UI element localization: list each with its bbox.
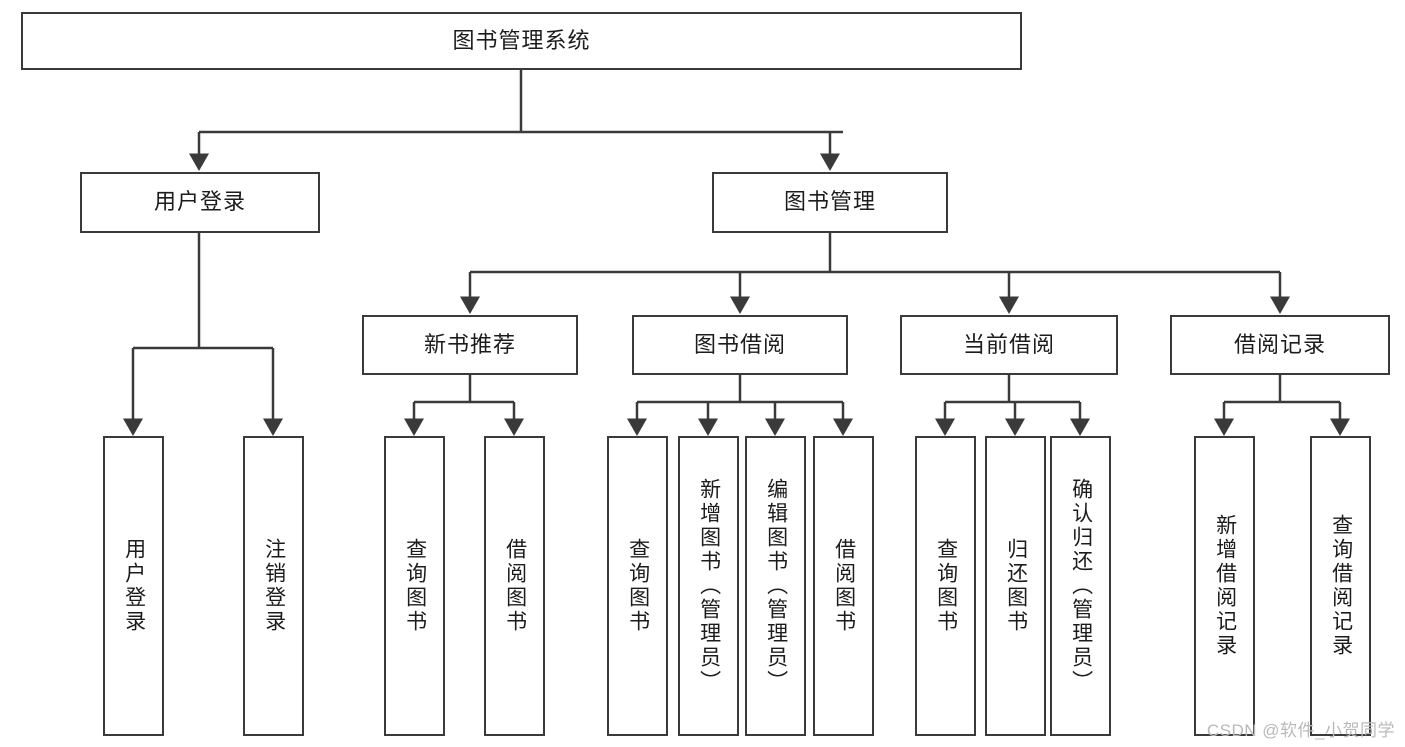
node-label: 归还图书	[1004, 538, 1028, 634]
node-label: 查询图书	[626, 538, 650, 634]
node-label: 新增图书（管理员）	[697, 478, 721, 694]
node-label: 图书管理	[783, 189, 876, 215]
leaf-user-login-logout[interactable]: 注销登录	[243, 436, 304, 736]
node-label: 当前借阅	[962, 331, 1055, 357]
leaf-book-borrow-query[interactable]: 查询图书	[607, 436, 668, 736]
node-book-borrow[interactable]: 图书借阅	[632, 315, 848, 375]
node-user-login[interactable]: 用户登录	[80, 172, 320, 233]
leaf-book-borrow-add[interactable]: 新增图书（管理员）	[678, 436, 739, 736]
node-label: 新增借阅记录	[1213, 514, 1237, 658]
leaf-book-borrow-edit[interactable]: 编辑图书（管理员）	[745, 436, 806, 736]
node-label: 编辑图书（管理员）	[764, 478, 788, 694]
leaf-new-book-query[interactable]: 查询图书	[384, 436, 445, 736]
node-new-book-recommend[interactable]: 新书推荐	[362, 315, 578, 375]
leaf-current-borrow-query[interactable]: 查询图书	[915, 436, 976, 736]
node-label: 用户登录	[122, 538, 146, 634]
node-label: 注销登录	[262, 538, 286, 634]
leaf-book-borrow-borrow[interactable]: 借阅图书	[813, 436, 874, 736]
leaf-new-book-borrow[interactable]: 借阅图书	[484, 436, 545, 736]
node-label: 用户登录	[153, 189, 246, 215]
node-label: 图书借阅	[693, 331, 786, 357]
leaf-borrow-record-query[interactable]: 查询借阅记录	[1310, 436, 1371, 736]
csdn-watermark: CSDN @软件_小贺同学	[1206, 721, 1395, 740]
node-label: 查询借阅记录	[1329, 514, 1353, 658]
leaf-user-login-login[interactable]: 用户登录	[103, 436, 164, 736]
node-label: 图书管理系统	[452, 27, 591, 53]
node-label: 借阅图书	[832, 538, 856, 634]
node-book-management[interactable]: 图书管理	[712, 172, 948, 233]
leaf-current-borrow-confirm-return[interactable]: 确认归还（管理员）	[1050, 436, 1111, 736]
node-root-system[interactable]: 图书管理系统	[21, 12, 1022, 70]
node-label: 查询图书	[403, 538, 427, 634]
node-label: 确认归还（管理员）	[1069, 478, 1093, 694]
node-current-borrow[interactable]: 当前借阅	[900, 315, 1118, 375]
node-label: 新书推荐	[423, 331, 516, 357]
node-label: 借阅记录	[1233, 331, 1326, 357]
node-label: 借阅图书	[503, 538, 527, 634]
node-borrow-record[interactable]: 借阅记录	[1170, 315, 1390, 375]
leaf-borrow-record-add[interactable]: 新增借阅记录	[1194, 436, 1255, 736]
node-label: 查询图书	[934, 538, 958, 634]
leaf-current-borrow-return[interactable]: 归还图书	[985, 436, 1046, 736]
